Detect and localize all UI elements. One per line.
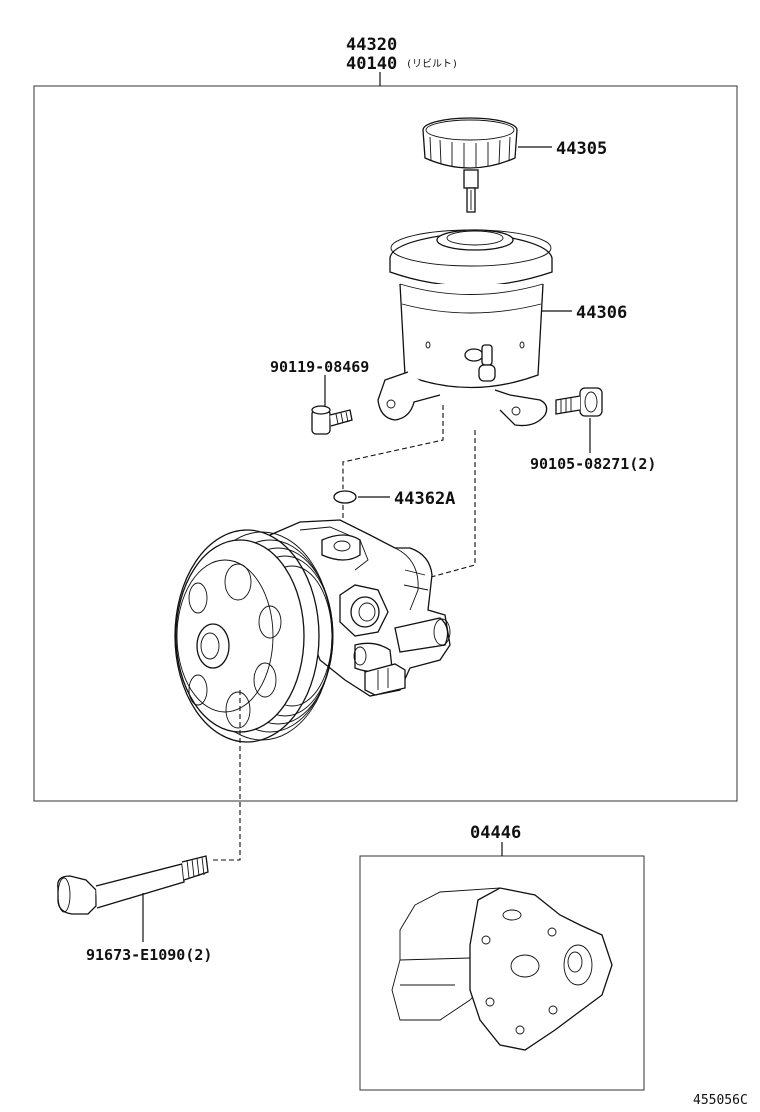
bolt-right-part-label[interactable]: 90105-08271(2): [530, 455, 656, 473]
bolt-left-part[interactable]: [311, 405, 353, 435]
mount-bolt-part-label[interactable]: 91673-E1090(2): [86, 946, 212, 964]
gasket-kit-part-label[interactable]: 04446: [470, 823, 521, 843]
bolt-right-part[interactable]: [555, 387, 603, 417]
mount-bolt-part[interactable]: [57, 855, 209, 915]
reservoir-part-label[interactable]: 44306: [576, 303, 627, 323]
assembly-rebuilt-label[interactable]: 40140: [346, 54, 397, 74]
gasket-kit-illustration[interactable]: [391, 887, 613, 1051]
alignment-line-oring: [342, 405, 444, 489]
rebuilt-note: (リビルト): [406, 58, 458, 70]
alignment-line-mount-bolt: [210, 690, 241, 861]
bolt-left-part-label[interactable]: 90119-08469: [270, 358, 369, 376]
illustration-id-label: 455056C: [693, 1093, 748, 1108]
oring-part-label[interactable]: 44362A: [394, 489, 455, 509]
reservoir-cap-part[interactable]: [422, 117, 518, 213]
reservoir-part[interactable]: [377, 229, 553, 427]
assembly-number-label[interactable]: 44320: [346, 35, 397, 55]
assembly-frame: [33, 85, 738, 802]
alignment-line-bracket: [419, 430, 476, 581]
oring-part[interactable]: [333, 490, 357, 504]
cap-part-label[interactable]: 44305: [556, 139, 607, 159]
power-steering-pump[interactable]: [174, 519, 451, 743]
